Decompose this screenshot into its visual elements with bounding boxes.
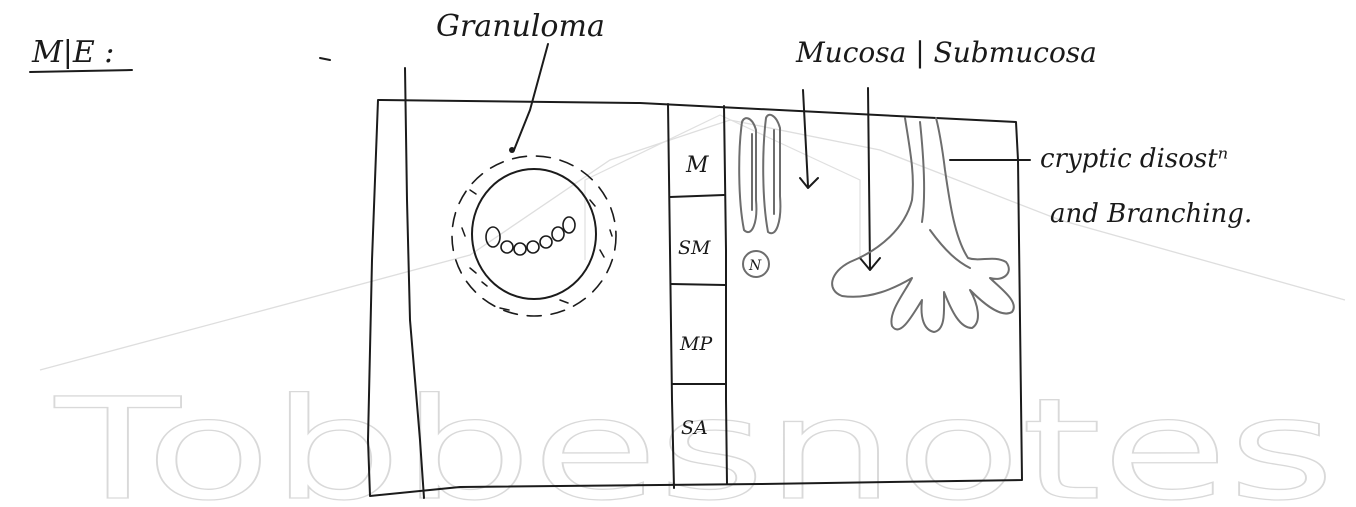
heading-text: M|E : bbox=[31, 35, 114, 70]
mucosa-submucosa-label: Mucosa | Submucosa bbox=[795, 36, 1097, 69]
heading-underline bbox=[30, 70, 132, 72]
cryptic-label-line2: and Branching. bbox=[1050, 199, 1252, 229]
layer-label-mp: MP bbox=[679, 333, 713, 355]
wall-divider-2 bbox=[671, 284, 725, 285]
layer-label-sa: SA bbox=[681, 417, 708, 439]
stray-mark bbox=[320, 58, 330, 60]
wall-divider-1 bbox=[670, 195, 724, 197]
crypt-columns bbox=[739, 115, 780, 233]
giant-cell-nuclei bbox=[486, 217, 575, 255]
branching-crypt bbox=[832, 118, 1014, 332]
cryptic-label-line1: cryptic disostⁿ bbox=[1040, 144, 1228, 174]
mucosa-arrow bbox=[800, 90, 818, 188]
small-circle-label: N bbox=[748, 258, 762, 274]
granuloma-label: Granuloma bbox=[436, 9, 605, 44]
layer-label-sm: SM bbox=[678, 237, 711, 259]
granuloma-pointer bbox=[514, 44, 548, 150]
layer-label-m: M bbox=[685, 153, 709, 178]
